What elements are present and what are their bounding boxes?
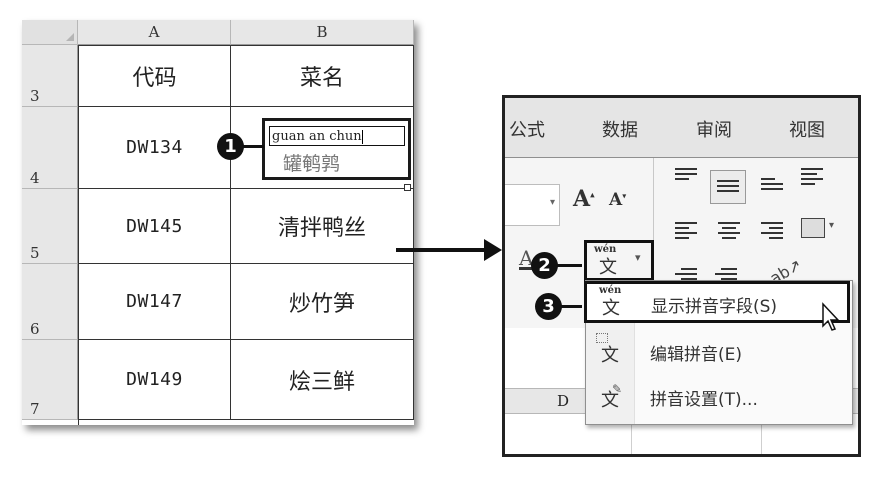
align-middle-button[interactable] (710, 170, 746, 204)
row-header-6[interactable]: 6 (22, 264, 78, 340)
edit-phonetic-char: 文 (601, 345, 619, 366)
align-right-icon[interactable] (761, 222, 783, 239)
align-bottom-icon[interactable] (761, 178, 783, 194)
settings-pencil-icon: ✎ (612, 382, 623, 396)
spreadsheet: A B 3 4 5 6 7 代码 菜名 DW134 DW145 清拌鸭丝 DW1… (22, 20, 414, 425)
increase-indent-icon[interactable] (715, 268, 737, 284)
decrease-indent-icon[interactable] (675, 268, 697, 284)
phonetic-guide-button[interactable]: wén 文 ▾ (584, 240, 654, 281)
row-header-5[interactable]: 5 (22, 189, 78, 264)
cell-a4[interactable]: DW134 (79, 107, 231, 189)
row-header-4[interactable]: 4 (22, 107, 78, 189)
fill-handle[interactable] (404, 184, 411, 191)
chevron-down-icon[interactable]: ▾ (549, 197, 555, 208)
tab-formulas[interactable]: 公式 (509, 120, 545, 141)
row-header-3[interactable]: 3 (22, 45, 78, 107)
tab-view[interactable]: 视图 (789, 120, 825, 141)
phonetic-edit-cell[interactable]: guan an chun 罐鹌鹑 (262, 118, 411, 180)
step-marker-2: 2 (531, 252, 558, 279)
step-marker-3: 3 (535, 293, 562, 320)
tab-data[interactable]: 数据 (602, 120, 638, 141)
arrow-head (484, 239, 502, 261)
cell-b5[interactable]: 清拌鸭丝 (231, 189, 414, 264)
phonetic-settings-char: 文 (601, 390, 619, 411)
cell-b7[interactable]: 烩三鲜 (231, 340, 414, 420)
cell-b4-text: 罐鹌鹑 (283, 153, 341, 175)
phonetic-dropdown-icon[interactable]: ▾ (635, 251, 641, 264)
grow-font-icon[interactable]: A▴ (573, 186, 595, 212)
font-size-box[interactable]: ▾ (505, 184, 560, 226)
menu-item-phonetic-settings[interactable]: 文 ✎ 拼音设置(T)... (586, 376, 852, 416)
cell-b3[interactable]: 菜名 (231, 46, 414, 107)
align-center-icon[interactable] (718, 222, 740, 239)
cell-a6[interactable]: DW147 (79, 264, 231, 340)
cell-b6[interactable]: 炒竹笋 (231, 264, 414, 340)
merge-dropdown-icon[interactable]: ▾ (829, 220, 835, 231)
mouse-cursor-icon (822, 302, 840, 331)
shrink-font-icon[interactable]: A▾ (609, 190, 627, 210)
phonetic-icon: wén (594, 244, 617, 255)
pinyin-input[interactable]: guan an chun (269, 126, 405, 146)
menu-item-edit-phonetic[interactable]: 文 编辑拼音(E) (586, 331, 852, 371)
ribbon-screenshot: 公式 数据 审阅 视图 ▾ A▴ A▾ A ▾ ab↗ wén 文 (502, 95, 861, 457)
column-header-a[interactable]: A (78, 20, 231, 45)
menu-label-show-phonetic: 显示拼音字段(S) (651, 297, 778, 317)
merge-center-icon[interactable] (801, 218, 825, 238)
cell-a5[interactable]: DW145 (79, 189, 231, 264)
menu-item-show-phonetic[interactable]: wén 文 显示拼音字段(S) (584, 281, 850, 323)
step-marker-1: 1 (217, 133, 244, 160)
align-top-icon[interactable] (675, 168, 697, 184)
edit-phonetic-icon (596, 333, 608, 343)
phonetic-dropdown-menu: wén 文 显示拼音字段(S) 文 编辑拼音(E) 文 ✎ 拼音设置(T)... (584, 280, 853, 425)
show-phonetic-icon: wén (599, 285, 622, 296)
menu-label-phonetic-settings: 拼音设置(T)... (650, 390, 758, 410)
column-header-b[interactable]: B (231, 20, 414, 45)
cell-a3[interactable]: 代码 (79, 46, 231, 107)
select-all-corner[interactable] (22, 20, 78, 45)
menu-label-edit-phonetic: 编辑拼音(E) (650, 345, 743, 365)
align-left-icon[interactable] (675, 222, 697, 239)
show-phonetic-char: 文 (602, 298, 620, 319)
ribbon-tab-bar: 公式 数据 审阅 视图 (505, 98, 858, 158)
arrow-line (396, 248, 486, 252)
cell-a7[interactable]: DW149 (79, 340, 231, 420)
tab-review[interactable]: 审阅 (696, 120, 732, 141)
wrap-text-icon[interactable] (801, 168, 823, 185)
align-middle-icon (717, 180, 739, 196)
row-header-7[interactable]: 7 (22, 340, 78, 420)
phonetic-char: 文 (599, 257, 617, 278)
